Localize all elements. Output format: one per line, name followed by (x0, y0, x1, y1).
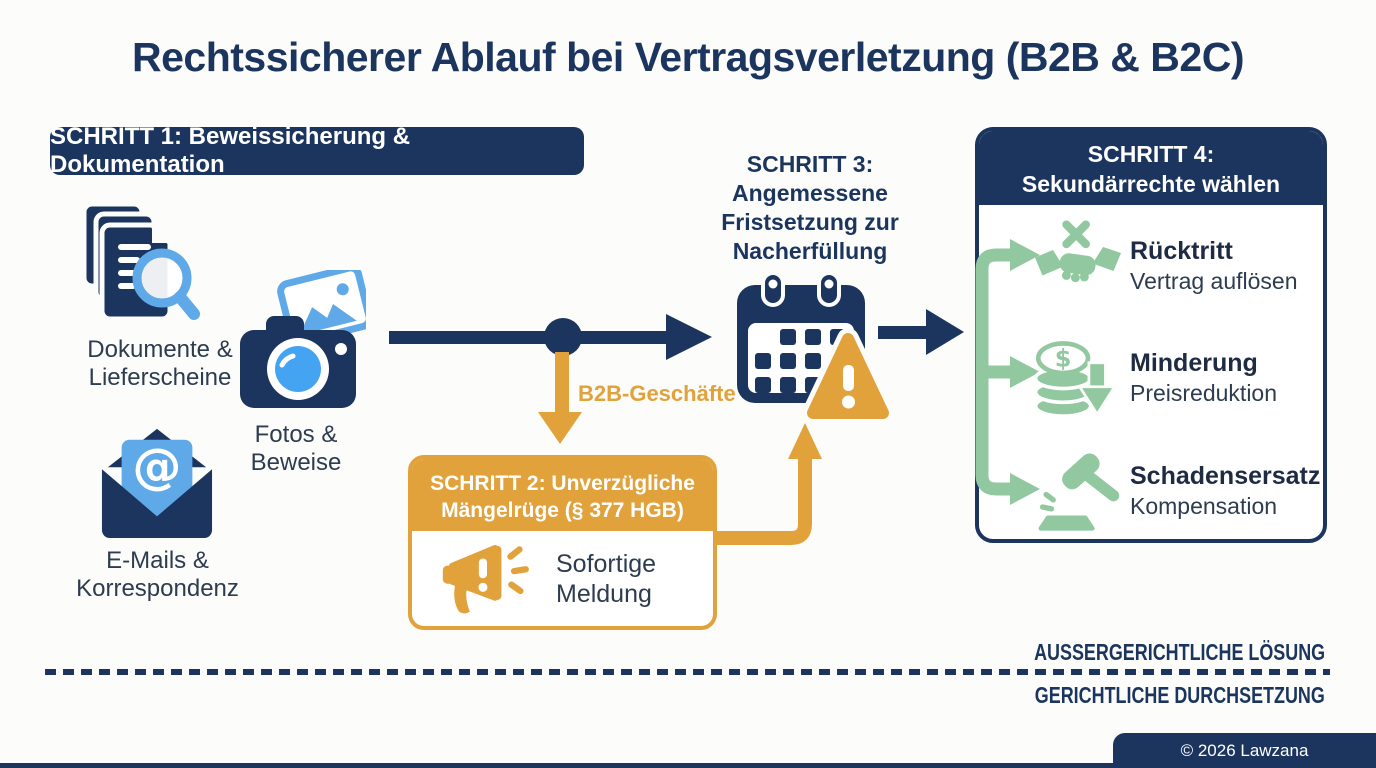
b2b-branch-label: B2B-Geschäfte (578, 381, 736, 406)
b2b-return-arrow (713, 423, 822, 545)
gavel-icon (1038, 453, 1120, 531)
step2-body-label: Sofortige Meldung (556, 550, 657, 608)
camera-photos-icon (240, 270, 366, 408)
svg-text:$: $ (1055, 344, 1072, 372)
flow-arrow-1-head (666, 314, 712, 360)
flow-arrow-2-head (926, 309, 964, 355)
flow-branch-dot (544, 318, 582, 356)
handshake-cancel-icon (1035, 220, 1121, 283)
options-branch-connector (975, 239, 1040, 505)
flow-arrow-1-line (389, 331, 669, 344)
photos-label: Fotos & Beweise (250, 421, 342, 477)
step2-box: SCHRITT 2: Unverzügliche Mängelrüge (§ 3… (408, 455, 717, 630)
emails-label: E-Mails & Korrespondenz (76, 547, 239, 603)
option3-subtitle: Kompensation (1130, 493, 1278, 519)
copyright-text: © 2026 Lawzana (1180, 740, 1309, 760)
documents-search-icon (81, 201, 200, 322)
option2-title: Minderung (1130, 349, 1258, 377)
option1-title: Rücktritt (1130, 237, 1233, 265)
coins-reduction-icon: $ (1033, 341, 1118, 418)
divider-label-above: AUSSERGERICHTLICHE LÖSUNG (1033, 639, 1325, 665)
email-envelope-icon: @ (101, 428, 213, 538)
step1-header: SCHRITT 1: Beweissicherung & Dokumentati… (50, 123, 584, 178)
svg-text:@: @ (132, 437, 181, 495)
flow-arrow-2-line (878, 326, 928, 339)
step2-header: SCHRITT 2: Unverzügliche Mängelrüge (§ 3… (412, 459, 713, 531)
b2b-branch-line (555, 352, 569, 414)
step4-header: SCHRITT 4: Sekundärrechte wählen (979, 131, 1323, 205)
bottom-accent-strip (0, 763, 1376, 768)
divider-dashed-line (45, 669, 1330, 675)
option3-title: Schadensersatz (1130, 462, 1321, 490)
documents-label: Dokumente & Lieferscheine (87, 336, 233, 392)
divider-label-below: GERICHTLICHE DURCHSETZUNG (1034, 682, 1325, 708)
b2b-branch-head (538, 412, 582, 444)
step3-heading: SCHRITT 3: Angemessene Fristsetzung zur … (721, 151, 899, 264)
page-title: Rechtssicherer Ablauf bei Vertragsverlet… (132, 34, 1244, 80)
megaphone-icon (442, 544, 529, 614)
copyright-badge: © 2026 Lawzana (1113, 733, 1376, 768)
calendar-warning-icon (737, 271, 890, 423)
option2-subtitle: Preisreduktion (1130, 380, 1278, 406)
option1-subtitle: Vertrag auflösen (1130, 268, 1298, 294)
